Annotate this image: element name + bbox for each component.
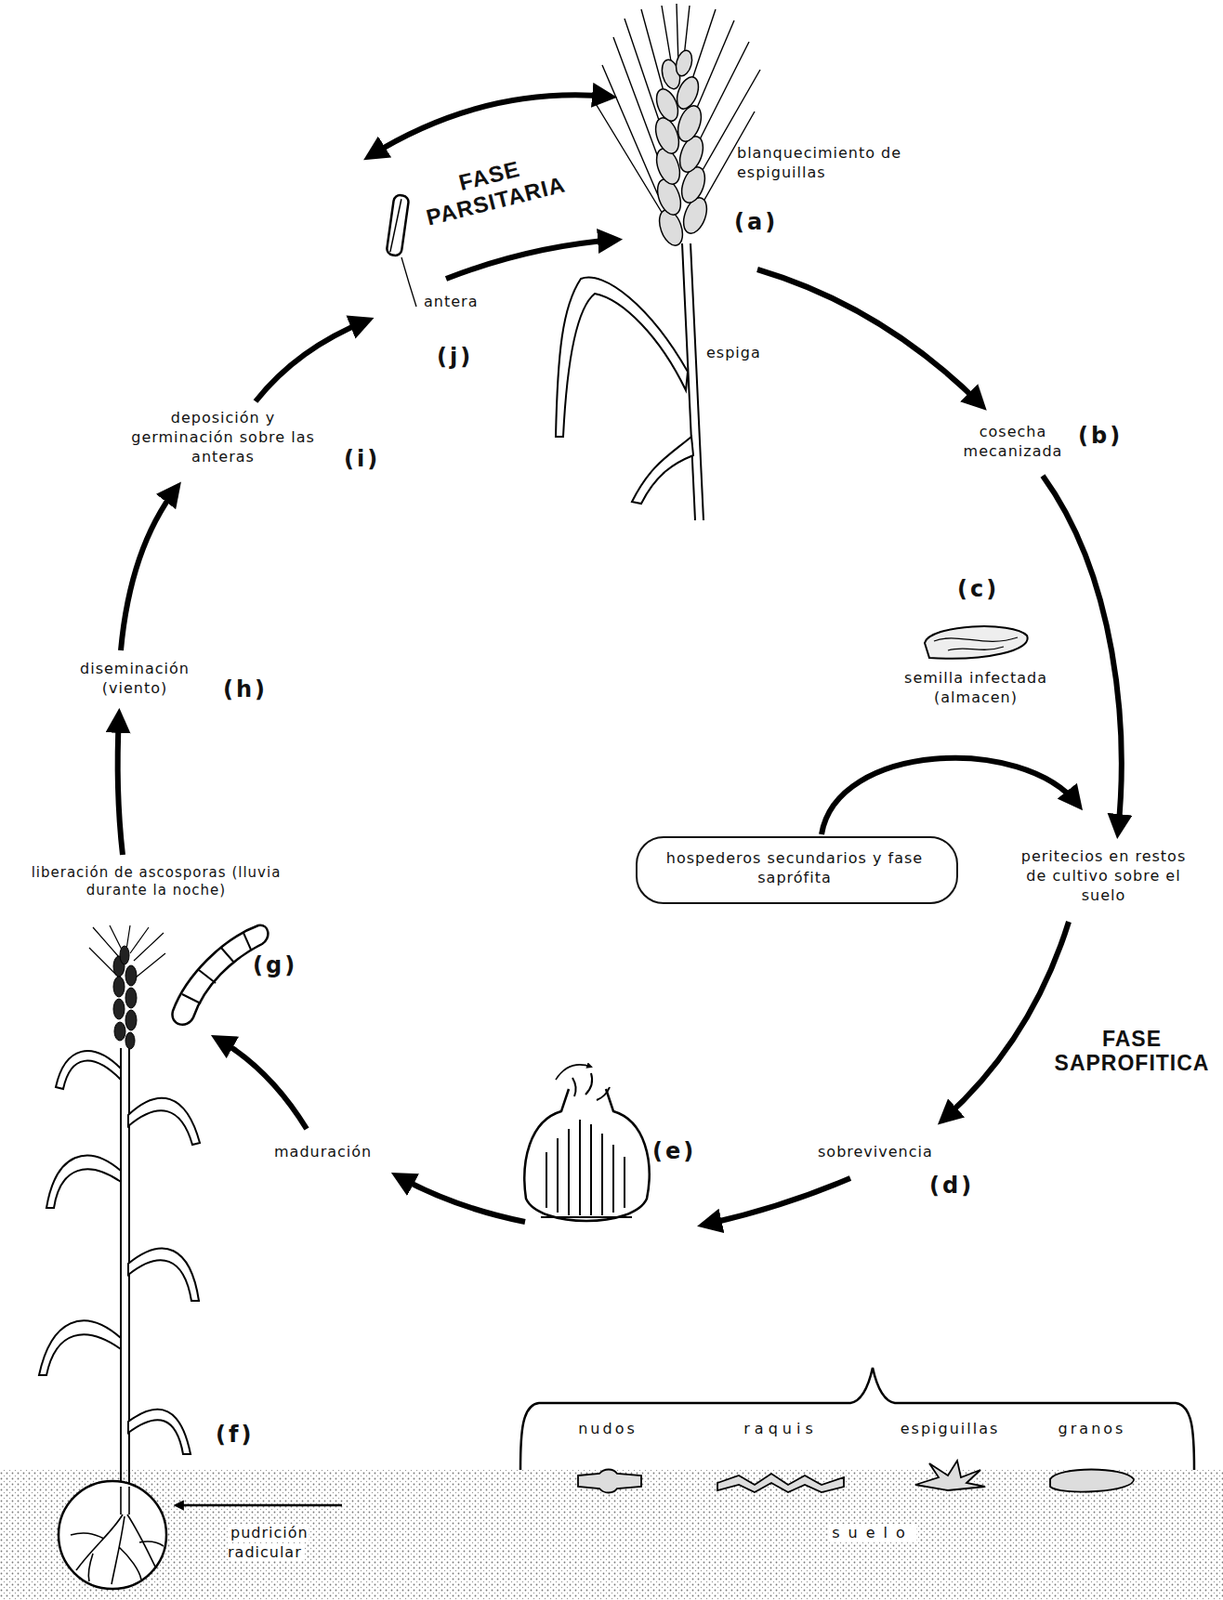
host-box: hospederos secundarios y fase saprófita (635, 836, 959, 905)
callout-letter: (a) (734, 209, 778, 237)
stage-label: maduración (274, 1143, 372, 1163)
callout-letter: (i) (343, 446, 381, 474)
stage-label: cosecha mecanizada (952, 422, 1074, 462)
ground-patch: suelo (828, 1524, 917, 1542)
phase-title: FASE PARSITARIA (405, 143, 580, 234)
callout-letter: (h) (223, 676, 268, 704)
debris-label: nudos (547, 1420, 669, 1440)
perithecium (524, 1065, 649, 1222)
callout-letter: (e) (652, 1138, 697, 1166)
stage-label: semilla infectada (almacen) (887, 669, 1065, 709)
soil-band (0, 1470, 1223, 1600)
root-rot-pointer (176, 1504, 342, 1508)
stage-label: deposición y germinación sobre las anter… (130, 408, 316, 467)
ground-patch: pudrición radicular (227, 1524, 309, 1562)
callout-letter: (b) (1078, 422, 1123, 450)
stage-label: diseminación (viento) (55, 659, 214, 699)
part-label: espiga (706, 343, 762, 364)
stage-label: liberación de ascosporas (lluvia durante… (7, 864, 305, 900)
stage-label: peritecios en restos de cultivo sobre el… (1012, 847, 1195, 906)
phase-title: FASE SAPROFITICA (1050, 1026, 1214, 1077)
debris-label: raquis (720, 1420, 842, 1440)
anther (385, 194, 417, 307)
stage-label: pudrición radicular (227, 1524, 349, 1564)
cycle-arrows (118, 94, 1122, 1225)
soil-label: suelo (798, 1524, 947, 1544)
wheat-plant (39, 925, 200, 1590)
callout-letter: (f) (215, 1421, 254, 1449)
debris-bracket (520, 1367, 1195, 1471)
stage-label: blanquecimiento de espiguillas (736, 144, 905, 184)
part-label: antera (423, 292, 478, 313)
box-text: hospederos secundarios y fase saprófita (659, 849, 930, 889)
debris-label: granos (1031, 1420, 1153, 1440)
stage-label: sobrevivencia (817, 1143, 934, 1163)
callout-letter: (j) (436, 343, 474, 371)
debris-label: espiguillas (889, 1420, 1011, 1440)
crop-debris (578, 1460, 1134, 1494)
infected-seed (924, 626, 1028, 659)
callout-letter: (g) (252, 952, 298, 980)
callout-letter: (c) (957, 576, 1000, 604)
callout-letter: (d) (929, 1172, 974, 1200)
wheat-spike (555, 3, 761, 521)
